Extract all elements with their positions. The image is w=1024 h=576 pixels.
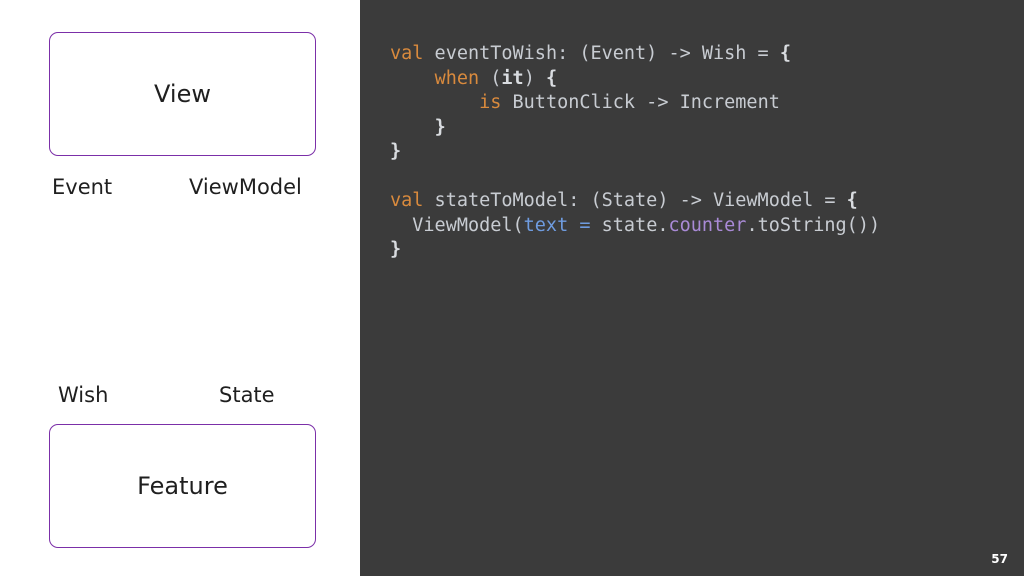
code-block: val eventToWish: (Event) -> Wish = { whe… (390, 42, 880, 263)
code-line: ​ (390, 165, 880, 190)
wish-label: Wish (58, 383, 109, 407)
code-line: when (it) { (434, 67, 558, 89)
code-line: } (390, 239, 402, 260)
code-line: val stateToModel: (State) -> ViewModel =… (390, 190, 858, 211)
code-line: ViewModel(text = state.counter.toString(… (390, 214, 881, 236)
page-number: 57 (991, 552, 1008, 566)
viewmodel-label: ViewModel (189, 175, 302, 199)
diagram-pane: View Event ViewModel Wish State Feature (0, 0, 360, 576)
feature-box: Feature (49, 424, 316, 548)
feature-box-label: Feature (137, 472, 228, 500)
view-box-label: View (154, 80, 211, 108)
event-label: Event (52, 175, 113, 199)
code-pane: val eventToWish: (Event) -> Wish = { whe… (360, 0, 1024, 576)
code-line: is ButtonClick -> Increment (479, 92, 780, 113)
code-line: } (434, 116, 446, 138)
state-label: State (219, 383, 275, 407)
code-line: val eventToWish: (Event) -> Wish = { (390, 43, 791, 64)
view-box: View (49, 32, 316, 156)
code-line: } (390, 141, 402, 162)
